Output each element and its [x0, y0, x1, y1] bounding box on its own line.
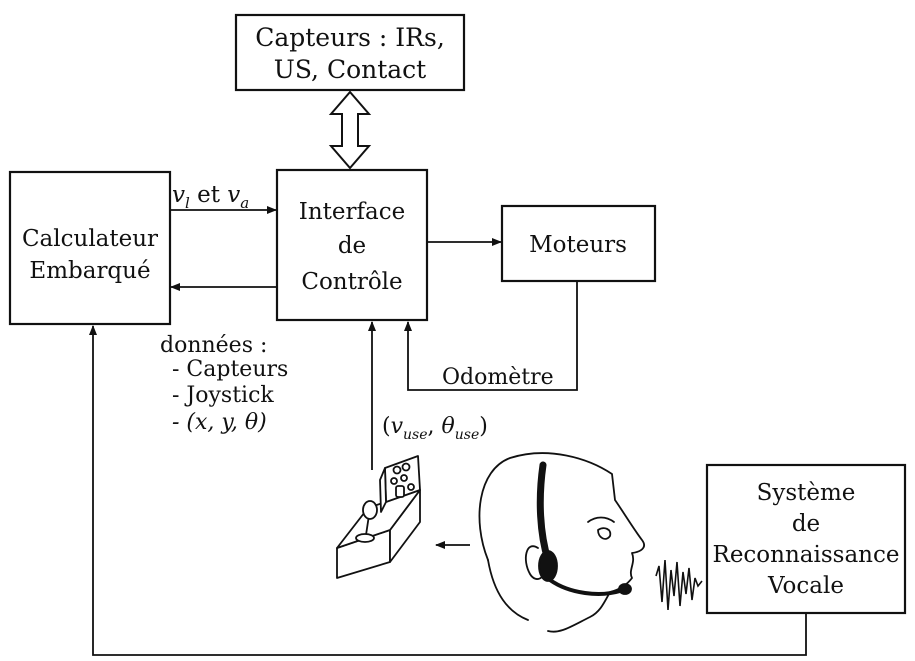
voice-label-line1: Système: [757, 480, 856, 506]
data-list-title: données :: [160, 333, 267, 358]
data-list: données : - Capteurs - Joystick - (x, y,…: [160, 333, 288, 435]
motors-label: Moteurs: [529, 232, 627, 258]
interface-label-line1: Interface: [299, 199, 405, 225]
joystick-icon: [336, 455, 421, 579]
sensor-interface-double-arrow: [328, 90, 372, 170]
user-command-label: (vuse, θuse): [382, 414, 488, 443]
voice-feedback-line: [89, 325, 807, 656]
voice-recognition-box: Système de Reconnaissance Vocale: [705, 463, 907, 615]
voice-waveform-icon: [655, 559, 703, 611]
odometer-label: Odomètre: [442, 365, 554, 390]
data-list-item: - Capteurs: [172, 357, 288, 382]
velocity-label: vl et va: [172, 182, 249, 212]
motors-box: Moteurs: [500, 204, 657, 283]
onboard-computer-box: Calculateur Embarqué: [8, 170, 172, 326]
operator-headset-icon: [478, 452, 645, 633]
control-interface-box: Interface de Contrôle: [275, 168, 429, 322]
sensors-box: Capteurs : IRs, US, Contact: [234, 13, 466, 92]
interface-label-line3: Contrôle: [301, 269, 402, 295]
computer-label-line1: Calculateur: [22, 226, 158, 252]
voice-label-line3: Reconnaissance: [713, 542, 900, 568]
data-list-item: - Joystick: [172, 383, 274, 408]
data-list-item: - (x, y, θ): [172, 410, 267, 435]
sensors-label-line1: Capteurs : IRs,: [255, 23, 445, 52]
voice-label-line2: de: [792, 511, 820, 537]
computer-label-line2: Embarqué: [29, 258, 150, 284]
voice-label-line4: Vocale: [767, 573, 844, 599]
odometer-feedback-line: [404, 281, 578, 391]
sensors-label-line2: US, Contact: [274, 55, 426, 84]
interface-label-line2: de: [338, 233, 366, 259]
